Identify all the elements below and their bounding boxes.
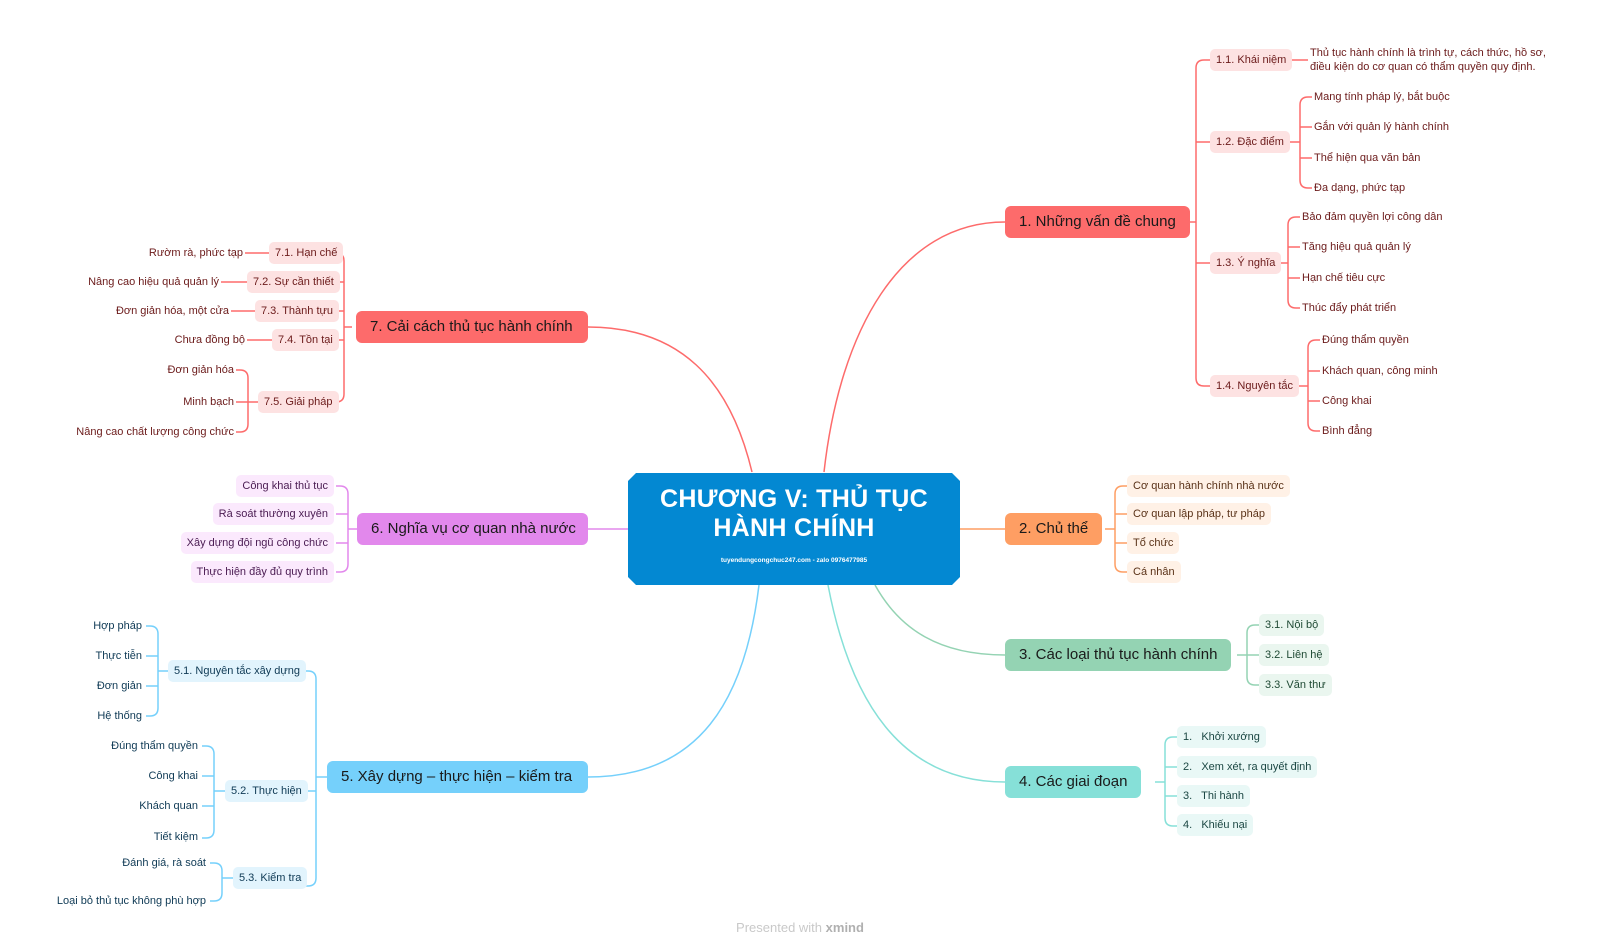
xmind-logo[interactable]: xmind bbox=[825, 920, 864, 935]
leaf-2-4[interactable]: Cá nhân bbox=[1127, 561, 1181, 583]
subtopic-1-4[interactable]: 1.4. Nguyên tắc bbox=[1210, 375, 1300, 397]
leaf-7-4-1[interactable]: Chưa đồng bộ bbox=[174, 334, 245, 346]
branch-4[interactable]: 4. Các giai đoạn bbox=[1005, 766, 1142, 798]
leaf-6-3[interactable]: Xây dựng đội ngũ công chức bbox=[180, 532, 334, 554]
leaf-7-2-1[interactable]: Nâng cao hiệu quả quản lý bbox=[88, 276, 219, 288]
footer-prefix: Presented with bbox=[736, 920, 823, 935]
branch-3[interactable]: 3. Các loại thủ tục hành chính bbox=[1005, 639, 1232, 671]
leaf-1-1-line2[interactable]: điều kiện do cơ quan có thẩm quyền quy đ… bbox=[1310, 61, 1536, 73]
subtopic-1-3[interactable]: 1.3. Ý nghĩa bbox=[1210, 252, 1282, 274]
subtopic-1-2[interactable]: 1.2. Đặc điểm bbox=[1210, 131, 1290, 153]
branch-7[interactable]: 7. Cải cách thủ tục hành chính bbox=[356, 311, 588, 343]
leaf-1-3-2[interactable]: Tăng hiệu quả quản lý bbox=[1302, 241, 1411, 253]
subtopic-5-2[interactable]: 5.2. Thực hiện bbox=[225, 780, 308, 802]
leaf-4-2[interactable]: 2. Xem xét, ra quyết định bbox=[1177, 756, 1318, 778]
subtopic-1-1[interactable]: 1.1. Khái niệm bbox=[1210, 49, 1293, 71]
leaf-1-2-2[interactable]: Gắn với quản lý hành chính bbox=[1314, 121, 1450, 133]
leaf-5-2-4[interactable]: Tiết kiệm bbox=[153, 831, 198, 843]
leaf-1-2-1[interactable]: Mang tính pháp lý, bắt buộc bbox=[1314, 91, 1450, 103]
leaf-1-3-4[interactable]: Thúc đẩy phát triển bbox=[1302, 302, 1397, 314]
leaf-1-3-1[interactable]: Bảo đảm quyền lợi công dân bbox=[1302, 211, 1443, 223]
central-title-line2: HÀNH CHÍNH bbox=[713, 514, 875, 542]
leaf-5-3-2[interactable]: Loại bỏ thủ tục không phù hợp bbox=[56, 895, 206, 907]
leaf-1-1-line1[interactable]: Thủ tục hành chính là trình tự, cách thứ… bbox=[1310, 47, 1546, 59]
leaf-6-2[interactable]: Rà soát thường xuyên bbox=[212, 503, 334, 525]
leaf-2-1[interactable]: Cơ quan hành chính nhà nước bbox=[1127, 475, 1290, 497]
subtopic-5-1[interactable]: 5.1. Nguyên tắc xây dựng bbox=[168, 660, 306, 682]
connector-b4 bbox=[827, 584, 1006, 783]
leaf-7-5-2[interactable]: Minh bạch bbox=[183, 396, 234, 408]
subtopic-5-3[interactable]: 5.3. Kiểm tra bbox=[233, 867, 308, 889]
subtopic-7-3[interactable]: 7.3. Thành tựu bbox=[255, 300, 339, 322]
leaf-5-1-4[interactable]: Hệ thống bbox=[97, 710, 142, 722]
central-title-line1: CHƯƠNG V: THỦ TỤC bbox=[660, 485, 928, 513]
leaf-5-1-3[interactable]: Đơn giản bbox=[96, 680, 142, 692]
leaf-6-1[interactable]: Công khai thủ tục bbox=[236, 475, 334, 497]
leaf-4-1[interactable]: 1. Khởi xướng bbox=[1177, 726, 1266, 748]
leaf-1-4-4[interactable]: Bình đẳng bbox=[1322, 425, 1373, 437]
leaf-6-4[interactable]: Thực hiện đầy đủ quy trình bbox=[190, 561, 334, 583]
leaf-3-2[interactable]: 3.2. Liên hệ bbox=[1259, 644, 1329, 666]
leaf-1-3-3[interactable]: Hạn chế tiêu cực bbox=[1302, 272, 1386, 284]
connector-b7 bbox=[587, 326, 753, 473]
leaf-7-1-1[interactable]: Rườm rà, phức tạp bbox=[148, 247, 243, 259]
subtopic-7-5[interactable]: 7.5. Giải pháp bbox=[258, 391, 339, 413]
leaf-5-1-1[interactable]: Hợp pháp bbox=[93, 620, 142, 632]
branch-5[interactable]: 5. Xây dựng – thực hiện – kiểm tra bbox=[327, 761, 588, 793]
leaf-2-2[interactable]: Cơ quan lập pháp, tư pháp bbox=[1127, 503, 1272, 525]
leaf-7-5-1[interactable]: Đơn giản hóa bbox=[167, 364, 234, 376]
leaf-2-3[interactable]: Tổ chức bbox=[1127, 532, 1180, 554]
leaf-5-3-1[interactable]: Đánh giá, rà soát bbox=[122, 857, 206, 869]
branch-2[interactable]: 2. Chủ thể bbox=[1005, 513, 1103, 545]
subtopic-7-2[interactable]: 7.2. Sự cần thiết bbox=[247, 271, 340, 293]
leaf-3-3[interactable]: 3.3. Văn thư bbox=[1259, 674, 1332, 696]
leaf-3-1[interactable]: 3.1. Nội bộ bbox=[1259, 614, 1325, 636]
central-subtitle: tuyendungcongchuc247.com - zalo 09764779… bbox=[720, 557, 868, 564]
leaf-4-3[interactable]: 3. Thi hành bbox=[1177, 785, 1250, 807]
leaf-5-2-3[interactable]: Khách quan bbox=[139, 800, 198, 812]
leaf-1-2-4[interactable]: Đa dạng, phức tạp bbox=[1314, 182, 1406, 194]
branch-6[interactable]: 6. Nghĩa vụ cơ quan nhà nước bbox=[357, 513, 588, 545]
subtopic-7-1[interactable]: 7.1. Hạn chế bbox=[269, 242, 344, 264]
subtopic-7-4[interactable]: 7.4. Tồn tại bbox=[272, 329, 339, 351]
leaf-1-2-3[interactable]: Thể hiện qua văn bản bbox=[1314, 152, 1421, 164]
leaf-5-1-2[interactable]: Thực tiễn bbox=[95, 650, 143, 662]
connector-b1 bbox=[823, 221, 1006, 473]
leaf-7-3-1[interactable]: Đơn giản hóa, một cửa bbox=[115, 305, 229, 317]
footer-credit: Presented with xmind bbox=[0, 920, 1600, 935]
leaf-5-2-1[interactable]: Đúng thẩm quyền bbox=[111, 740, 198, 752]
connector-b3 bbox=[874, 584, 1006, 656]
leaf-5-2-2[interactable]: Công khai bbox=[148, 770, 198, 782]
leaf-1-4-3[interactable]: Công khai bbox=[1322, 395, 1372, 407]
leaf-1-4-1[interactable]: Đúng thẩm quyền bbox=[1322, 334, 1409, 346]
leaf-4-4[interactable]: 4. Khiếu nại bbox=[1177, 814, 1254, 836]
connector-b5 bbox=[587, 584, 760, 778]
branch-1[interactable]: 1. Những vấn đề chung bbox=[1005, 206, 1190, 238]
leaf-1-4-2[interactable]: Khách quan, công minh bbox=[1322, 365, 1438, 377]
leaf-7-5-3[interactable]: Nâng cao chất lượng công chức bbox=[76, 426, 234, 438]
central-topic[interactable]: CHƯƠNG V: THỦ TỤC HÀNH CHÍNH tuyendungco… bbox=[628, 473, 960, 585]
